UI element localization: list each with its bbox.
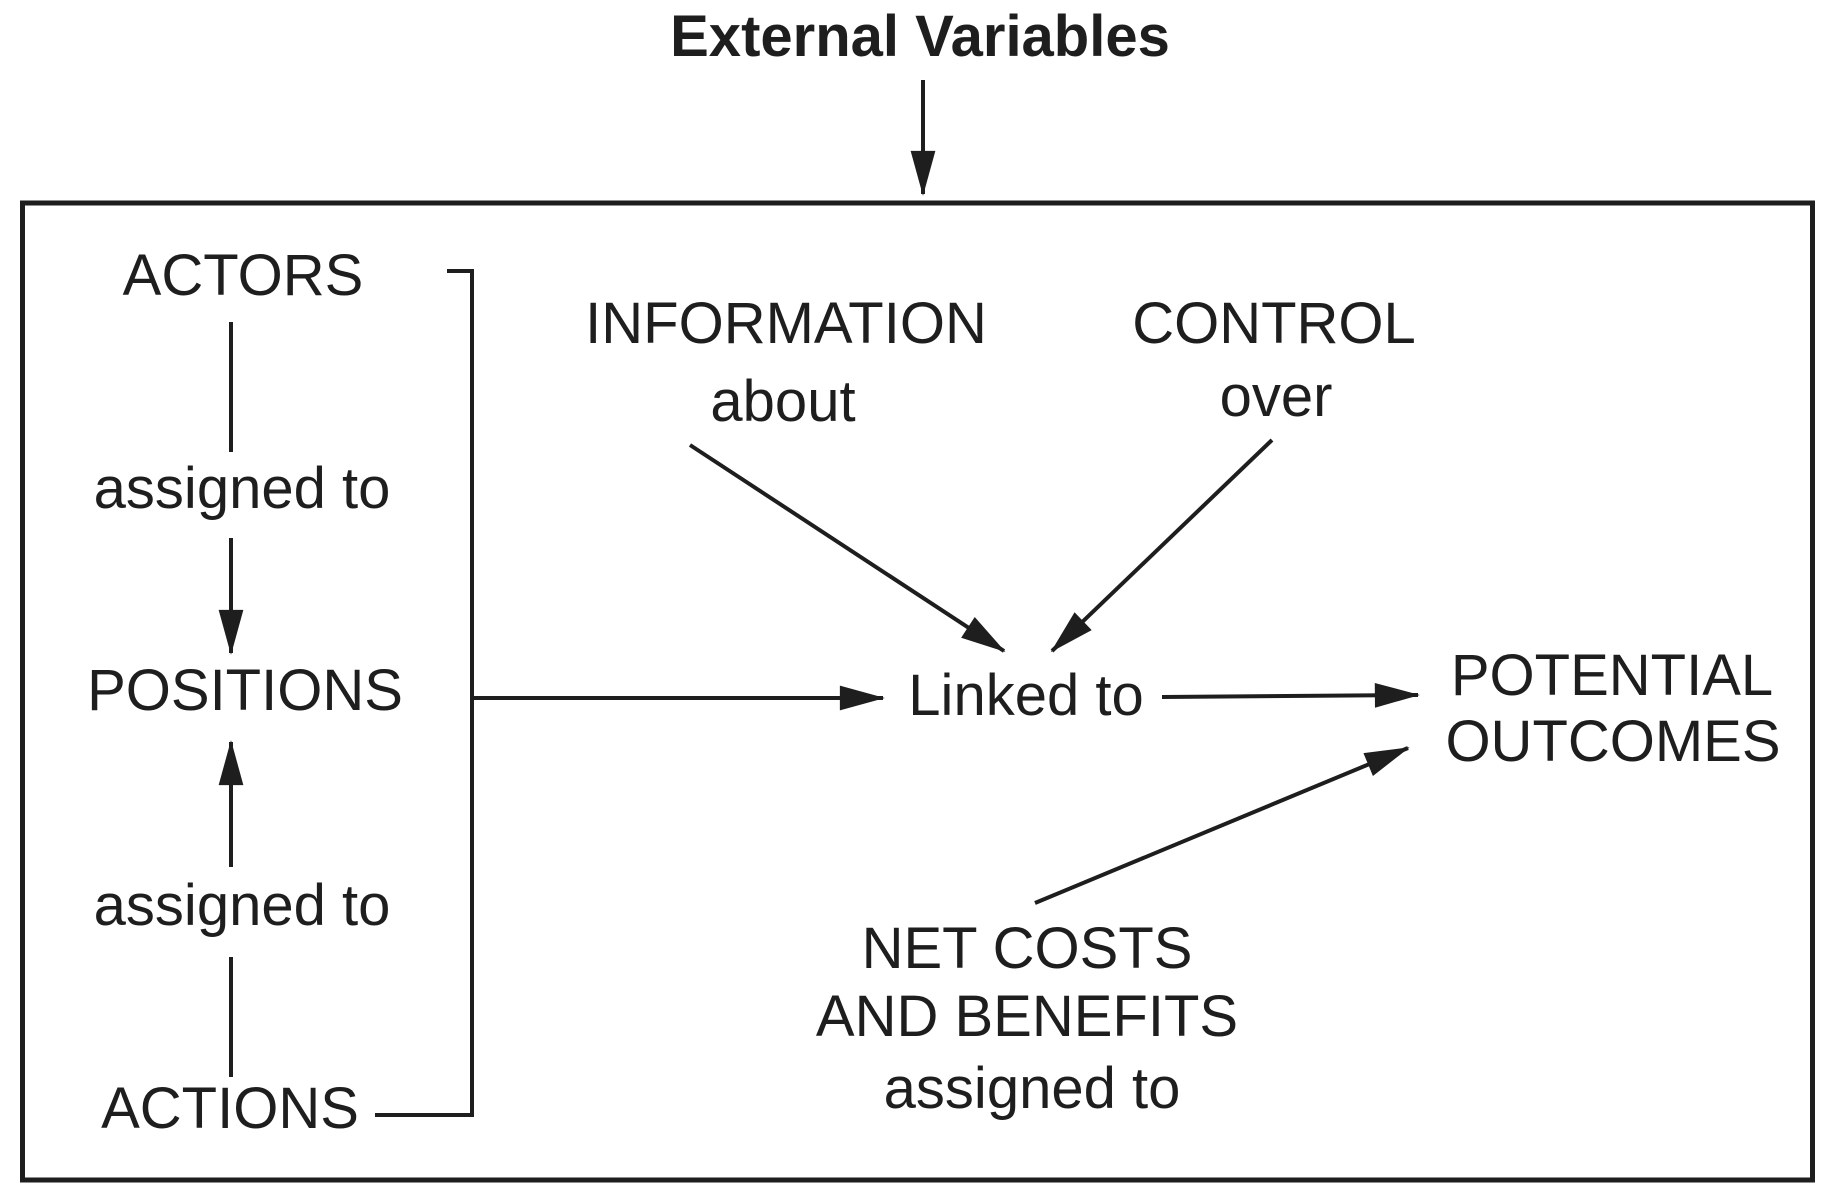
action-situation-box <box>20 200 1815 1183</box>
potential-outcomes-node-line1: POTENTIAL <box>1450 643 1774 708</box>
actions-node: ACTIONS <box>101 1076 359 1141</box>
linked-to-node: Linked to <box>908 663 1144 728</box>
assigned-to-upper-label: assigned to <box>93 456 391 521</box>
control-node-line2: over <box>1219 364 1333 429</box>
control-node-line1: CONTROL <box>1132 291 1416 356</box>
arrow-information-to-linked <box>688 443 1006 653</box>
net-costs-node-line1: NET COSTS <box>861 916 1193 981</box>
actors-node: ACTORS <box>122 243 364 308</box>
positions-node: POSITIONS <box>87 658 403 723</box>
bracket-actors-actions <box>375 269 474 1117</box>
arrow-linked-to-outcomes <box>1161 682 1420 708</box>
net-costs-node-line3: assigned to <box>883 1056 1181 1121</box>
information-node-line2: about <box>710 369 856 434</box>
external-variables-label: External Variables <box>670 4 1170 69</box>
information-node-line1: INFORMATION <box>585 291 987 356</box>
assigned-to-lower-label: assigned to <box>93 873 391 938</box>
potential-outcomes-node-line2: OUTCOMES <box>1445 709 1781 774</box>
arrow-netcosts-to-outcomes <box>1034 746 1410 905</box>
net-costs-node-line2: AND BENEFITS <box>815 984 1239 1049</box>
arrow-control-to-linked <box>1050 438 1274 653</box>
